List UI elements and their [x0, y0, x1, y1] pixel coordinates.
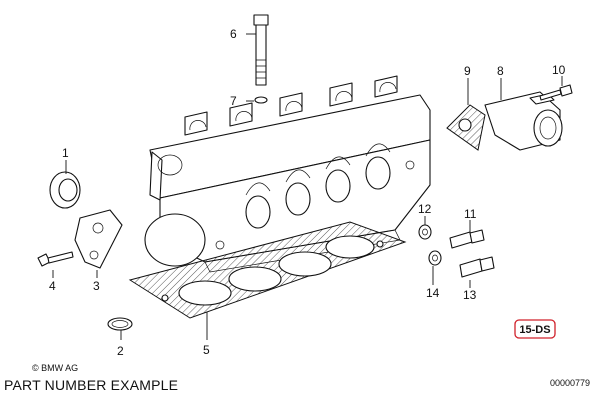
- callout-2: 2: [117, 344, 124, 358]
- cylinder-head-bolt: [253, 14, 269, 86]
- callout-7: 7: [230, 94, 237, 108]
- callout-12: 12: [418, 202, 432, 216]
- sealing-ring-lower: [428, 250, 442, 266]
- callout-9: 9: [464, 64, 471, 78]
- callout-3: 3: [93, 279, 100, 293]
- head-bolt-washer: [254, 96, 268, 104]
- callout-10: 10: [552, 63, 566, 77]
- part-number-label: PART NUMBER EXAMPLE: [4, 377, 179, 393]
- temperature-sensor-lower: [459, 256, 495, 278]
- callout-11: 11: [464, 207, 477, 221]
- sealing-ring-upper: [418, 224, 432, 240]
- callout-1: 1: [62, 146, 69, 160]
- coolant-outlet-housing: [484, 91, 563, 151]
- outlet-housing-bolt: [539, 84, 573, 101]
- coolant-outlet-gasket: [446, 104, 486, 151]
- shaft-seal: [49, 171, 81, 209]
- callout-13: 13: [463, 288, 477, 302]
- callout-5: 5: [203, 343, 210, 357]
- document-code: 00000779: [549, 378, 590, 388]
- callout-numbers: 1 2 3 4 5 6 7 8 9 10 11 12 13 14: [49, 27, 566, 358]
- bracket-bolt: [37, 251, 74, 267]
- head-gasket: [128, 221, 407, 319]
- leader-lines: [52, 33, 563, 340]
- badge-label: 15-DS: [519, 324, 550, 336]
- temperature-sensor-upper: [449, 229, 485, 249]
- copyright-text: © BMW AG: [32, 363, 79, 373]
- diagram-code-badge: 15-DS: [514, 319, 556, 339]
- o-ring: [107, 317, 133, 331]
- callout-4: 4: [49, 279, 56, 293]
- callout-6: 6: [230, 27, 237, 41]
- badge-border: [514, 319, 556, 339]
- lifting-bracket: [74, 209, 123, 269]
- callout-8: 8: [497, 64, 504, 78]
- callout-14: 14: [426, 286, 440, 300]
